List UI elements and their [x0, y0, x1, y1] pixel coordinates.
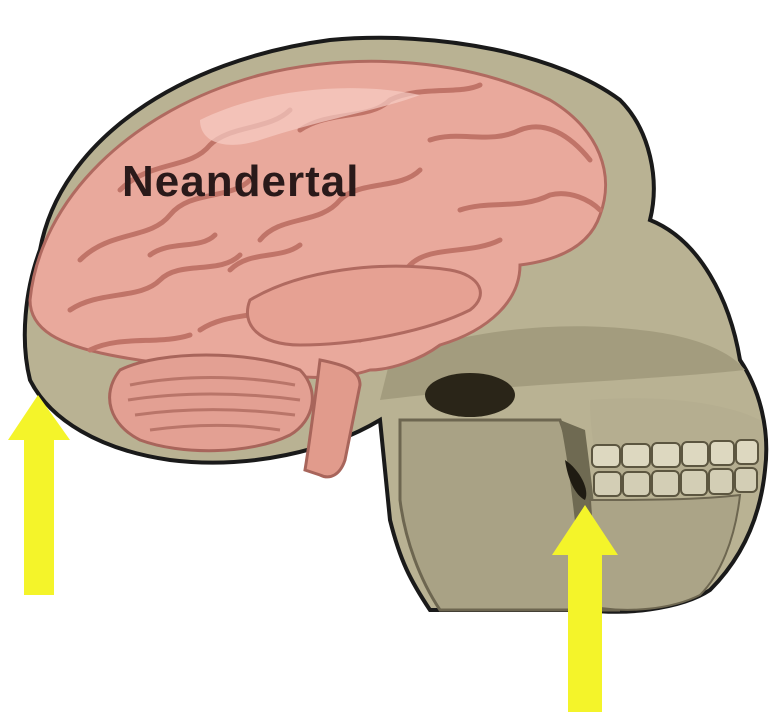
brain-cerebellum — [110, 355, 313, 451]
lower-teeth — [594, 468, 757, 496]
neandertal-label: Neandertal — [122, 157, 359, 206]
skull-cheek-shadow — [425, 373, 515, 417]
